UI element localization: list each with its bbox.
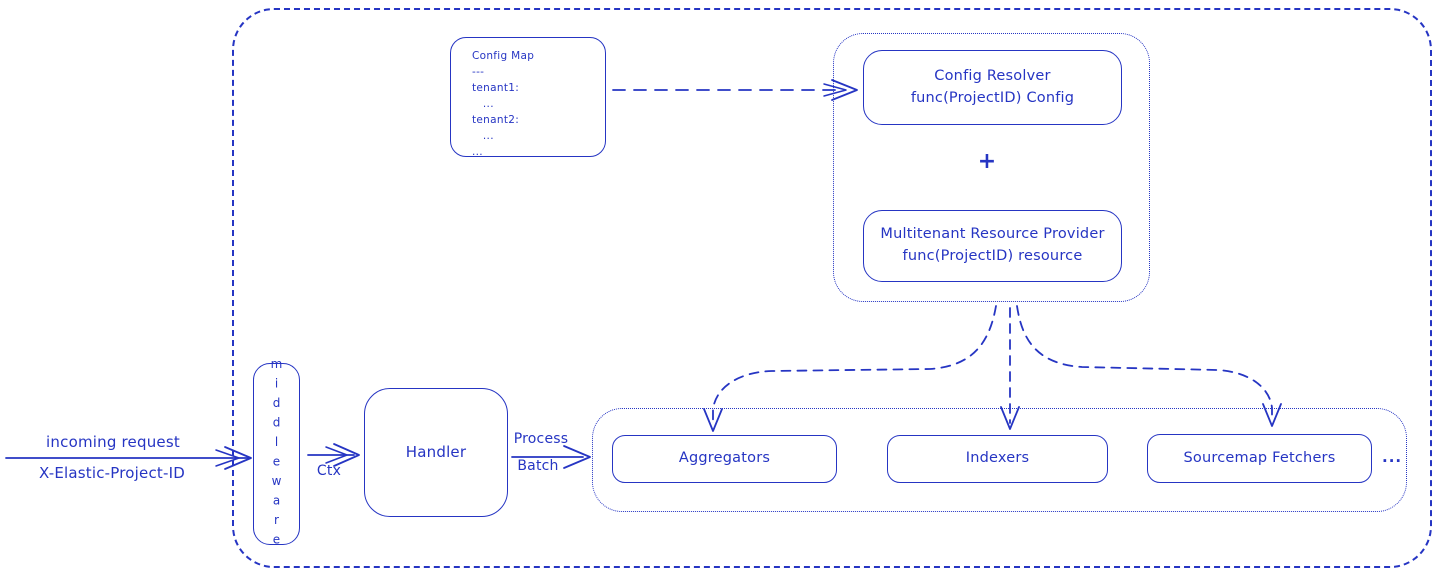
config-map-line: ...: [472, 146, 483, 158]
sourcemap-fetchers-label: Sourcemap Fetchers: [1183, 449, 1336, 466]
config-map-line: ...: [472, 130, 494, 142]
indexers-node: Indexers: [887, 435, 1108, 483]
config-resolver-node: Config Resolver func(ProjectID) Config: [863, 50, 1122, 125]
config-map-line: ...: [472, 98, 494, 110]
handler-label: Handler: [405, 443, 467, 462]
batch-label: Batch: [517, 458, 559, 474]
config-map-line: tenant2:: [472, 114, 520, 126]
middleware-node: middleware: [253, 357, 300, 552]
resource-provider-title: Multitenant Resource Provider: [880, 226, 1105, 243]
aggregators-node: Aggregators: [612, 435, 837, 483]
middleware-label: middleware: [269, 356, 284, 552]
indexers-label: Indexers: [965, 450, 1030, 467]
resolver-provider-group: [833, 33, 1150, 302]
workers-group: [592, 408, 1407, 512]
more-workers-ellipsis: ...: [1382, 448, 1403, 466]
plus-sign: +: [977, 149, 997, 174]
project-id-header-label: X-Elastic-Project-ID: [38, 464, 185, 482]
config-map-line: ---: [472, 66, 485, 78]
sourcemap-fetchers-node: Sourcemap Fetchers: [1147, 434, 1372, 483]
config-map-line: Config Map: [472, 50, 535, 62]
process-label: Process: [513, 431, 569, 447]
aggregators-label: Aggregators: [678, 450, 771, 467]
config-map-node: Config Map --- tenant1: ... tenant2: ...…: [450, 37, 606, 158]
config-resolver-title: Config Resolver: [934, 67, 1051, 84]
incoming-request-label: incoming request: [46, 433, 180, 451]
resource-provider-node: Multitenant Resource Provider func(Proje…: [863, 210, 1122, 282]
config-resolver-signature: func(ProjectID) Config: [910, 89, 1075, 106]
system-boundary: [232, 8, 1432, 568]
handler-node: Handler: [364, 388, 508, 517]
config-map-line: tenant1:: [472, 82, 520, 94]
ctx-label: Ctx: [316, 463, 342, 479]
resource-provider-signature: func(ProjectID) resource: [902, 248, 1083, 264]
